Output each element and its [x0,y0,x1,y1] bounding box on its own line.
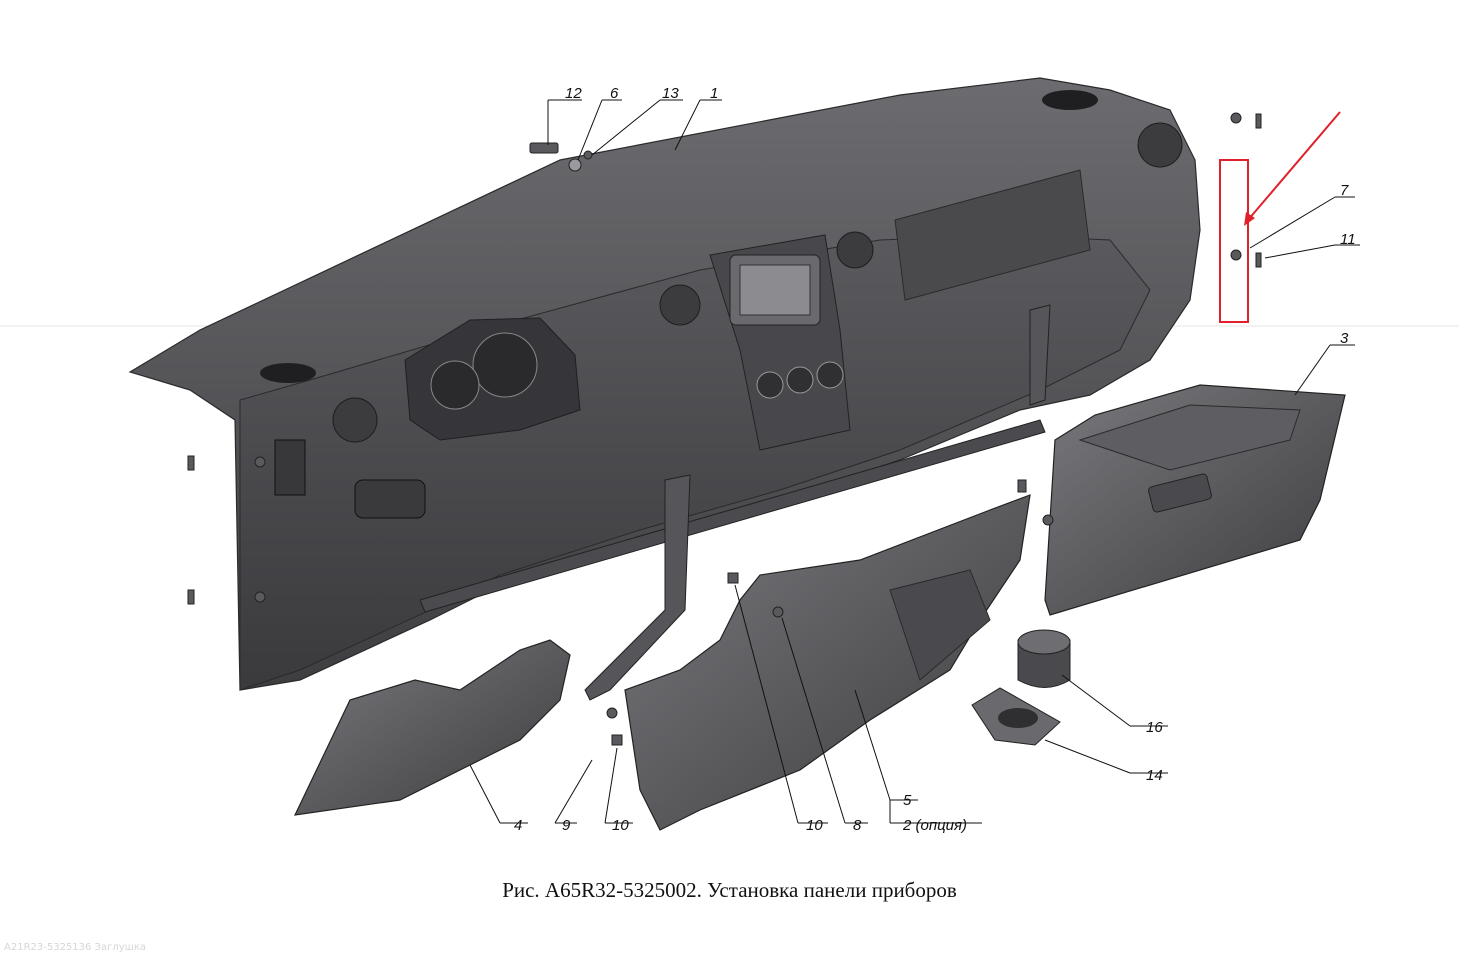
callout-2-option: 2 (опция) [902,817,967,834]
callout-7: 7 [1340,182,1349,199]
callout-3: 3 [1340,330,1349,347]
callout-5: 5 [903,792,912,809]
watermark: A21R23-5325136 Заглушка [4,942,146,953]
callout-1: 1 [710,85,718,102]
lower-left-trim [293,639,571,816]
figure-caption: Рис. А65R32-5325002. Установка панели пр… [502,878,957,902]
instrument-panel [128,77,1201,701]
callout-14: 14 [1146,767,1163,784]
highlight-annotation [1219,111,1341,323]
callout-10-left: 10 [612,817,629,834]
cup-holder-bezel-part [971,687,1061,746]
callout-10-center: 10 [806,817,823,834]
callout-8: 8 [853,817,862,834]
fasteners [187,112,1262,746]
highlight-arrow [1247,111,1341,221]
callout-16: 16 [1146,719,1163,736]
leader-lines [469,99,1360,824]
callout-12: 12 [565,85,582,102]
highlight-box [1219,159,1249,323]
callout-9: 9 [562,817,571,834]
arrowhead-icon [1244,212,1255,226]
callout-13: 13 [662,85,679,102]
callout-labels: 12 6 13 1 7 11 3 4 9 10 10 8 5 2 (опция)… [514,85,1356,834]
callout-6: 6 [610,85,619,102]
callout-11: 11 [1340,231,1356,248]
cup-holder-part [1017,629,1071,688]
glovebox-part [1044,384,1346,616]
lower-center-trim [624,494,1031,831]
callout-4: 4 [514,817,522,834]
